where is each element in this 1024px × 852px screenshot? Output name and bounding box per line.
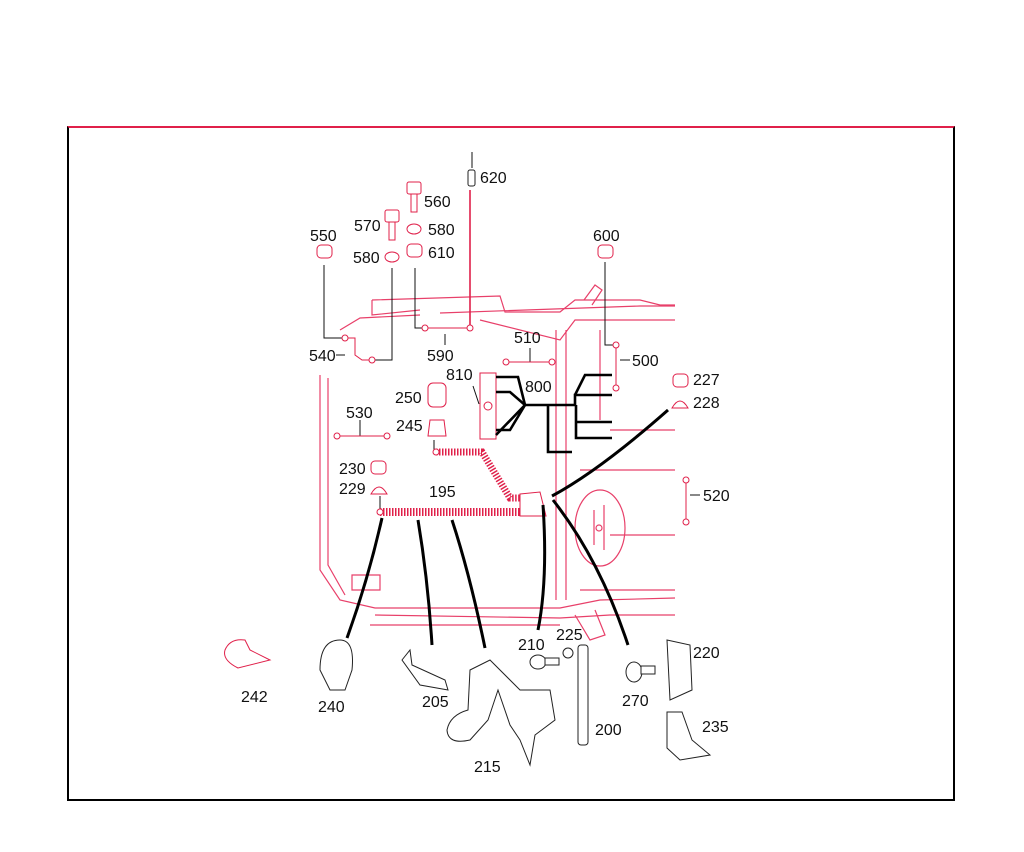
callout-250[interactable]: 250 <box>395 390 422 407</box>
callout-520[interactable]: 520 <box>703 488 730 505</box>
part-245-grommet-icon[interactable] <box>427 419 447 437</box>
callout-215[interactable]: 215 <box>474 759 501 776</box>
callout-240[interactable]: 240 <box>318 699 345 716</box>
callout-580[interactable]: 580 <box>353 250 380 267</box>
callout-225[interactable]: 225 <box>556 627 583 644</box>
part-215-bracket-icon[interactable] <box>446 659 556 767</box>
callout-245[interactable]: 245 <box>396 418 423 435</box>
part-230-nut-icon[interactable] <box>370 460 387 475</box>
hardware-parts <box>316 169 689 495</box>
callout-510[interactable]: 510 <box>514 330 541 347</box>
diagram-frame <box>67 126 955 801</box>
part-550-nut-icon[interactable] <box>316 244 333 259</box>
part-580-washer-icon[interactable] <box>384 251 400 263</box>
callout-620[interactable]: 620 <box>480 170 507 187</box>
callout-210[interactable]: 210 <box>518 637 545 654</box>
callout-500[interactable]: 500 <box>632 353 659 370</box>
part-250-cap-icon[interactable] <box>427 382 447 408</box>
part-205-bracket-icon[interactable] <box>401 648 449 691</box>
loose-parts <box>224 639 712 767</box>
part-195-corrugated-hose[interactable] <box>376 448 547 517</box>
callout-228[interactable]: 228 <box>693 395 720 412</box>
callout-195[interactable]: 195 <box>429 484 456 501</box>
part-610-nut-icon[interactable] <box>406 243 423 258</box>
part-810-connector-block[interactable] <box>479 372 497 440</box>
callout-227[interactable]: 227 <box>693 372 720 389</box>
callout-235[interactable]: 235 <box>702 719 729 736</box>
callout-220[interactable]: 220 <box>693 645 720 662</box>
callout-229[interactable]: 229 <box>339 481 366 498</box>
callout-590[interactable]: 590 <box>427 348 454 365</box>
linkage-rods <box>333 324 690 526</box>
part-229-washer-icon[interactable] <box>370 486 388 495</box>
callout-800[interactable]: 800 <box>525 379 552 396</box>
chassis-outline <box>319 284 676 641</box>
leader-lines <box>323 152 700 510</box>
part-210-screw-icon[interactable] <box>529 654 560 670</box>
part-540-rod[interactable] <box>345 337 372 361</box>
part-228-washer-icon[interactable] <box>671 400 689 409</box>
callout-230[interactable]: 230 <box>339 461 366 478</box>
part-570-bolt-icon[interactable] <box>384 209 400 241</box>
part-600-nut-icon[interactable] <box>597 244 614 259</box>
part-235-bracket-icon[interactable] <box>666 711 712 761</box>
part-225-washer-icon[interactable] <box>562 647 574 659</box>
callout-540[interactable]: 540 <box>309 348 336 365</box>
callout-580[interactable]: 580 <box>428 222 455 239</box>
callout-560[interactable]: 560 <box>424 194 451 211</box>
callout-205[interactable]: 205 <box>422 694 449 711</box>
part-220-bracket-icon[interactable] <box>666 639 693 701</box>
callout-242[interactable]: 242 <box>241 689 268 706</box>
callout-530[interactable]: 530 <box>346 405 373 422</box>
part-242-p-clip-icon[interactable] <box>224 639 272 669</box>
callout-labels: 620 560 570 580 580 610 550 600 540 590 … <box>241 170 730 776</box>
callout-570[interactable]: 570 <box>354 218 381 235</box>
callout-200[interactable]: 200 <box>595 722 622 739</box>
part-200-strap-icon[interactable] <box>577 644 589 746</box>
part-270-bolt-icon[interactable] <box>625 661 656 683</box>
callout-600[interactable]: 600 <box>593 228 620 245</box>
callout-550[interactable]: 550 <box>310 228 337 245</box>
part-227-nut-icon[interactable] <box>672 373 689 388</box>
callout-610[interactable]: 610 <box>428 245 455 262</box>
part-240-clip-icon[interactable] <box>319 639 353 691</box>
part-580-washer-icon[interactable] <box>406 223 422 235</box>
callout-270[interactable]: 270 <box>622 693 649 710</box>
part-560-bolt-icon[interactable] <box>406 181 422 213</box>
callout-810[interactable]: 810 <box>446 367 473 384</box>
part-800-wiring-harness[interactable] <box>495 373 612 454</box>
part-620-pin-icon[interactable] <box>467 169 476 187</box>
assembly-arrows <box>345 408 669 649</box>
